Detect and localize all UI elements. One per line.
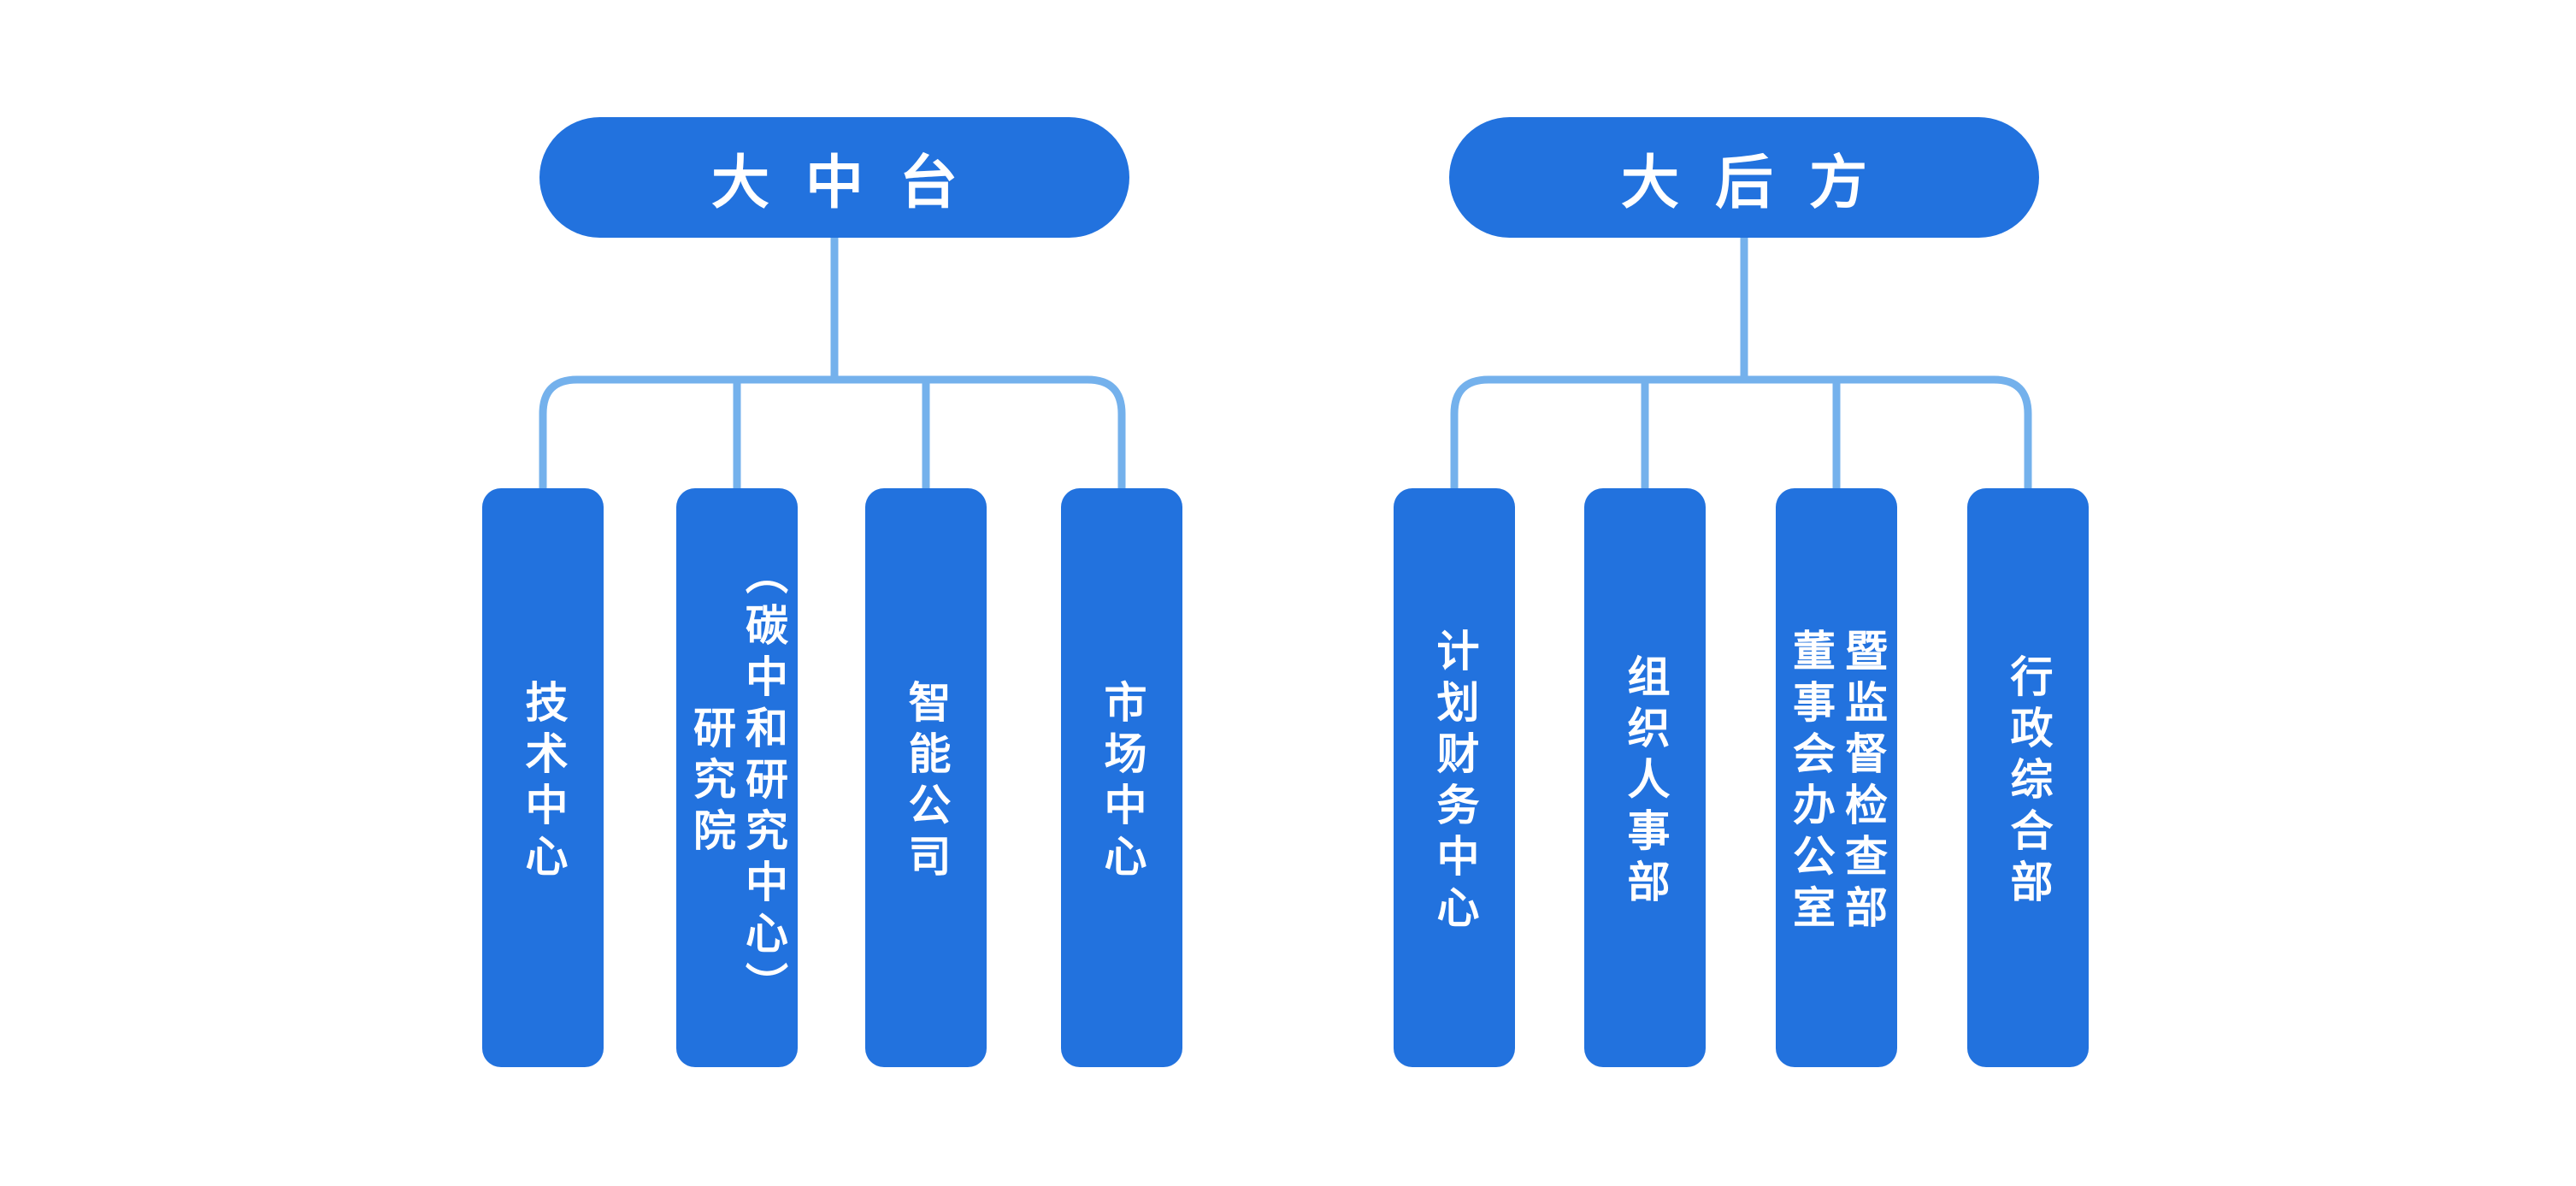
node-label: 研究院 （碳中和研究中心） xyxy=(687,551,787,1013)
child-node-personnel-dept: 组织人事部 xyxy=(1584,488,1706,1067)
child-node-board-office-supervision-dept: 董事会办公室 暨监督检查部 xyxy=(1776,488,1897,1067)
child-node-research-institute: 研究院 （碳中和研究中心） xyxy=(676,488,798,1067)
right-bus-connector xyxy=(1450,375,2032,488)
node-label: 智能公司 xyxy=(902,679,951,885)
child-node-intelligent-company: 智能公司 xyxy=(865,488,987,1067)
child-node-planning-finance-center: 计划财务中心 xyxy=(1394,488,1515,1067)
node-label: 技术中心 xyxy=(519,679,568,885)
node-label: 大中台 xyxy=(710,150,993,215)
child-node-admin-general-dept: 行政综合部 xyxy=(1967,488,2089,1067)
node-label: 董事会办公室 暨监督检查部 xyxy=(1787,628,1887,936)
node-label: 大后方 xyxy=(1620,150,1903,215)
parent-node-1: 大中台 xyxy=(539,117,1129,238)
child-node-tech-center: 技术中心 xyxy=(482,488,604,1067)
left-bus-connector xyxy=(539,375,1126,488)
parent-node-2: 大后方 xyxy=(1449,117,2039,238)
node-label: 行政综合部 xyxy=(2004,653,2053,911)
node-label: 计划财务中心 xyxy=(1430,628,1479,936)
node-label: 市场中心 xyxy=(1098,679,1147,885)
child-node-market-center: 市场中心 xyxy=(1061,488,1182,1067)
node-label: 组织人事部 xyxy=(1621,653,1670,911)
